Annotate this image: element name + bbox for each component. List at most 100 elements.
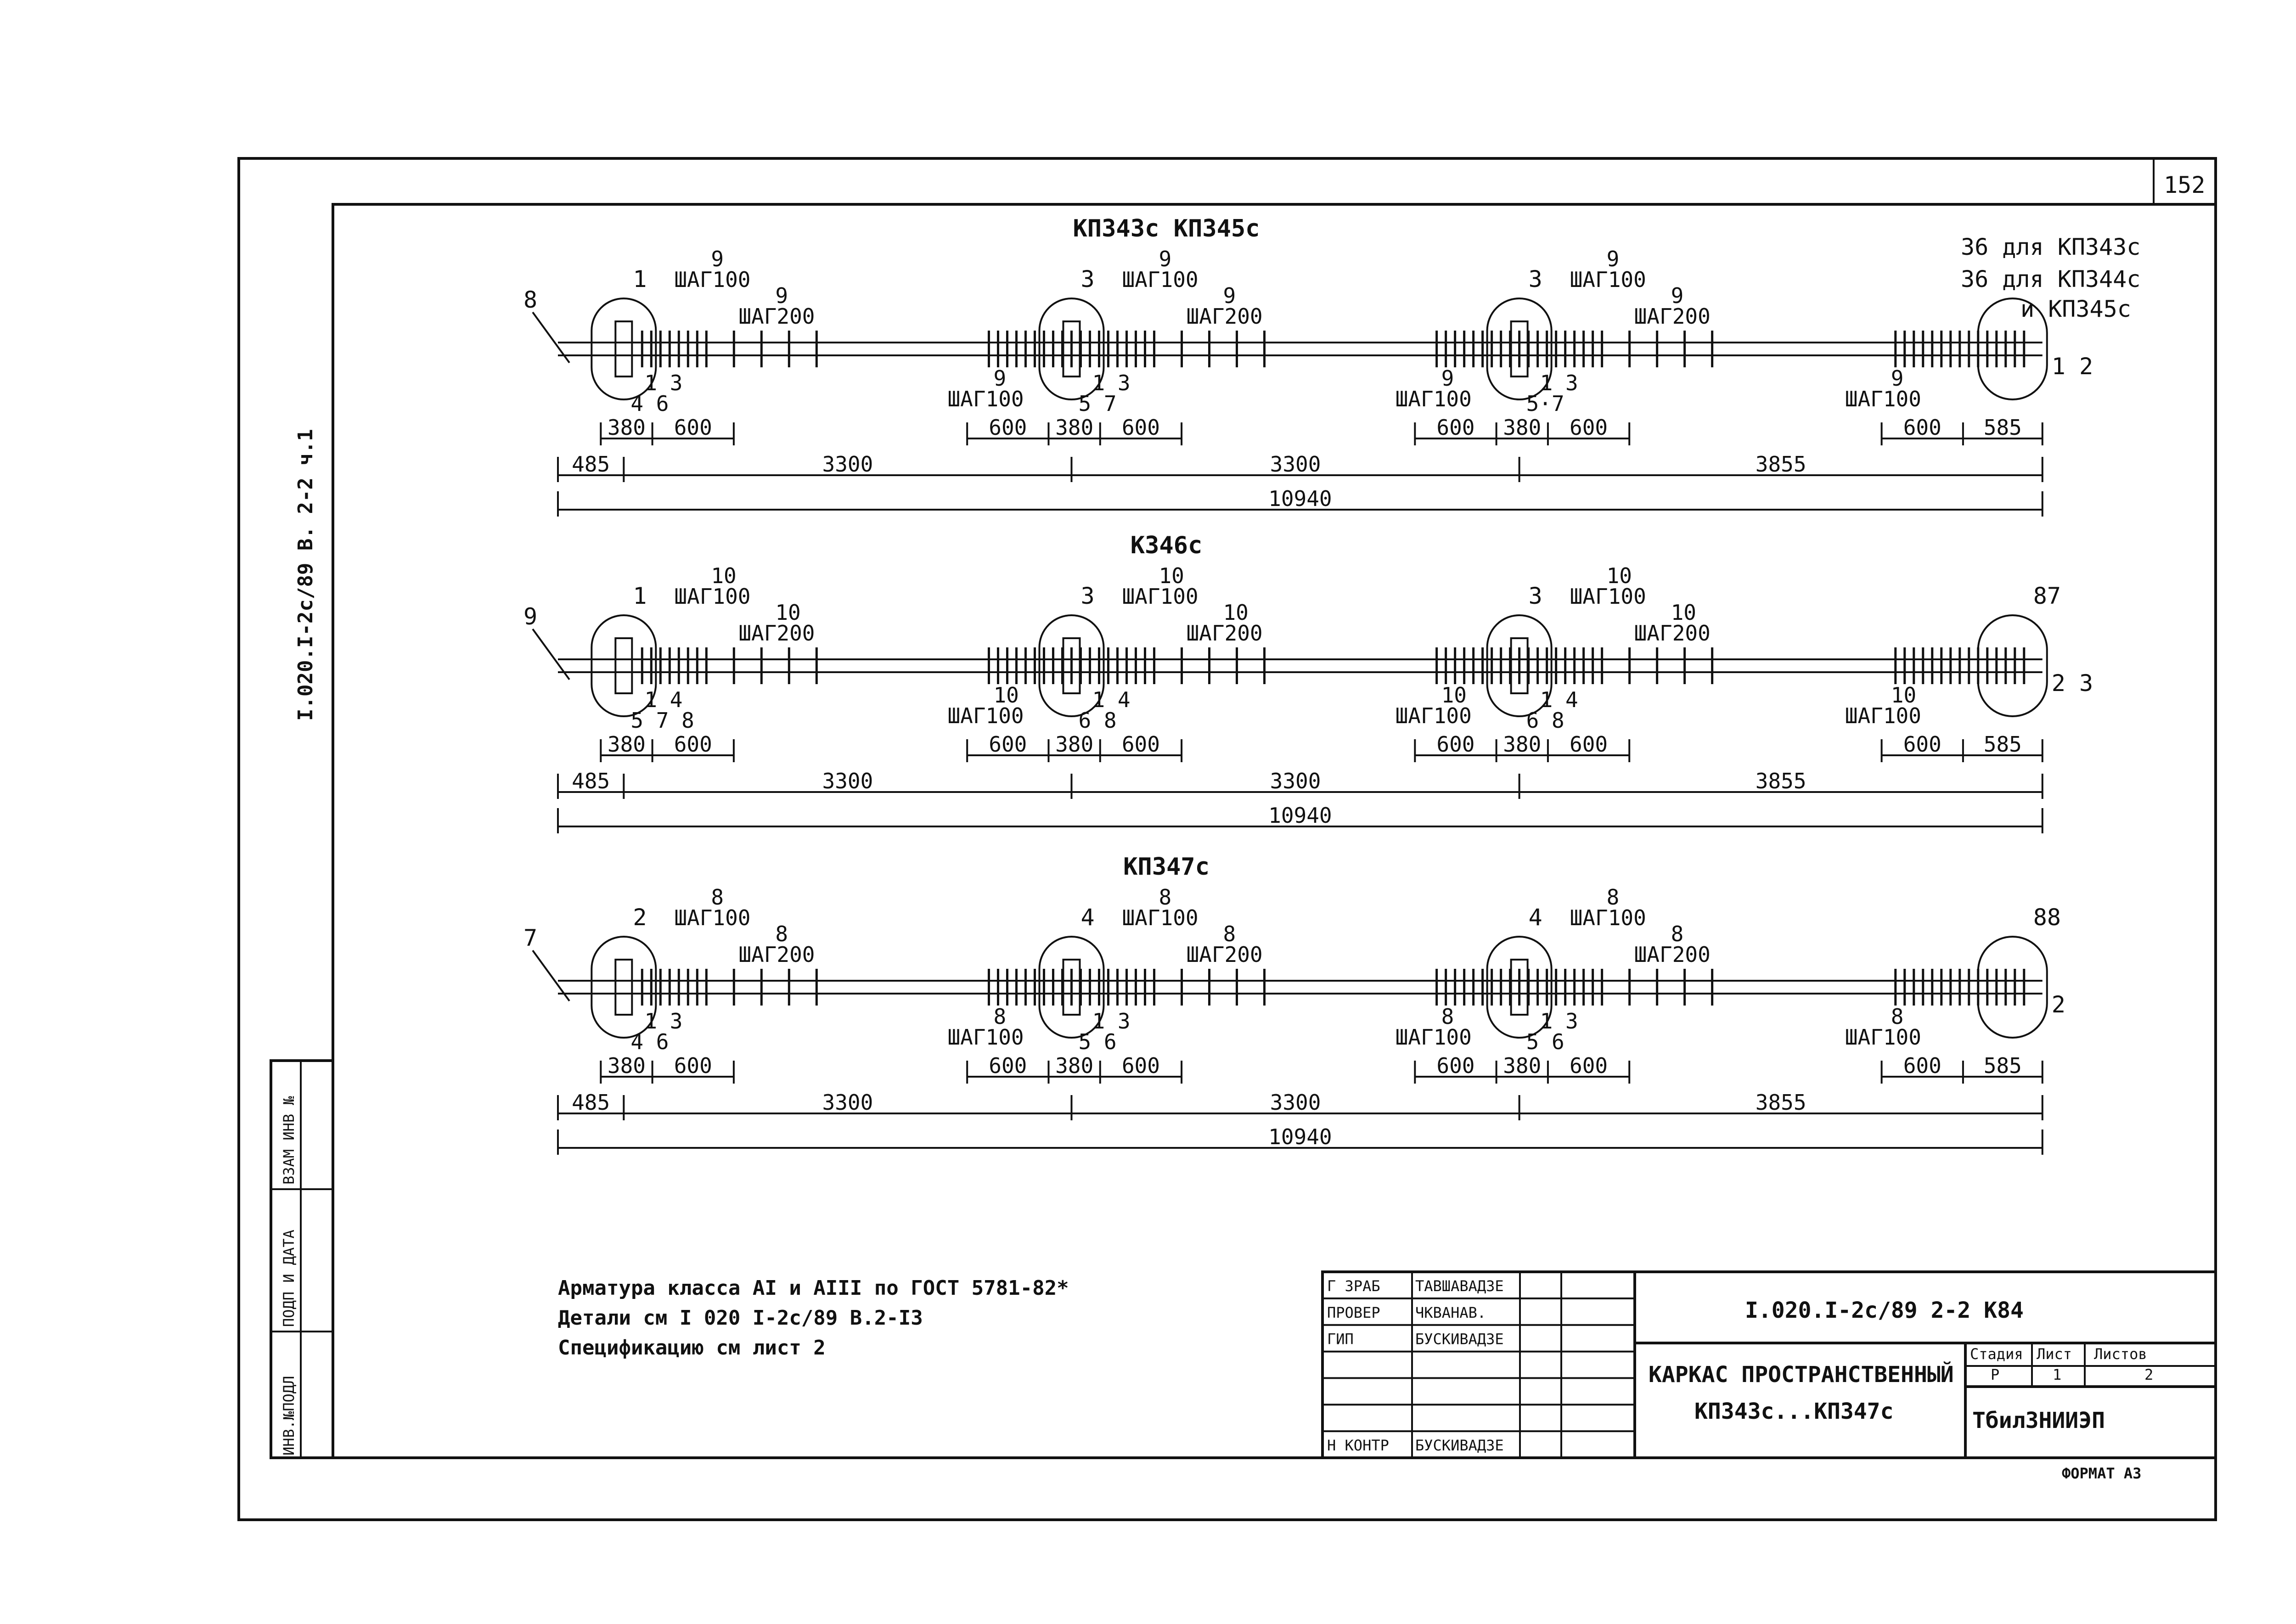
segment-dim: 600 [989,415,1027,440]
main-dim: 3300 [822,769,873,793]
top-note: 36 для КП343с 36 для КП344с и КП345с [1961,234,2140,322]
segment-dim: 380 [1503,415,1541,440]
upper-bar-label-2: 9 [1671,283,1684,308]
col-header-sheet: Лист [2037,1345,2072,1363]
pos-b: 5 7 [1078,391,1116,416]
step100-label: ШАГ100 [674,584,750,609]
lower-bar-label: 9 [993,366,1006,391]
lower-bar-label: 10 [1441,683,1467,708]
end-step-label: ШАГ100 [1845,703,1921,728]
pos-b: 5 6 [1078,1029,1116,1054]
upper-bar-label-2: 8 [775,922,788,946]
node-label: 4 [1529,904,1542,931]
segment-dim: 600 [1436,1053,1474,1078]
pos-b: 5 6 [1526,1029,1564,1054]
main-dim: 485 [572,769,610,793]
lower-step-label: ШАГ100 [947,387,1024,411]
left-bar-label: 9 [523,603,537,630]
upper-bar-label-2: 10 [775,600,800,625]
frame-title: КП343с КП345с [1073,215,1260,242]
leader [532,950,570,1002]
lower-step-label: ШАГ100 [1396,1025,1472,1050]
pos-a: 1 3 [1092,1009,1130,1034]
stamp-replace: ВЗАМ ИНВ № [280,1096,298,1185]
left-bar-label: 7 [523,925,537,951]
upper-bar-label-2: 10 [1671,600,1696,625]
node-label: 3 [1529,266,1542,292]
step200-label: ШАГ200 [1186,304,1262,329]
segment-dim: 600 [1122,732,1160,757]
title-line-2: КП343с...КП347с [1694,1399,1893,1424]
node-label: 2 [633,904,647,931]
node-oval [1038,614,1105,717]
upper-bar-label-2: 9 [1223,283,1236,308]
tb-name: ЧКВАНАВ. [1415,1304,1486,1321]
top-note-line3: и КП345с [2020,296,2131,322]
step200-label: ШАГ200 [738,942,815,967]
segment-dim: 380 [1055,415,1093,440]
segment-dim: 600 [1122,415,1160,440]
pos-b: 5 7 8 [630,708,694,733]
pos-a: 1 3 [644,371,682,395]
segment-dim: 380 [1503,1053,1541,1078]
end-label: 87 [2033,583,2061,609]
main-dim: 3855 [1756,769,1806,793]
note-line-1: Арматура класса АI и АIII по ГОСТ 5781-8… [558,1276,1069,1300]
step100-label: ШАГ100 [1570,267,1646,292]
lower-step-label: ШАГ100 [1396,387,1472,411]
organization: ТбилЗНИИЭП [1972,1408,2105,1433]
segment-dim: 600 [989,1053,1027,1078]
segment-dim: 380 [608,415,646,440]
stamp-inv: ИНВ.№ПОДЛ [280,1376,298,1455]
step100-label: ШАГ100 [674,905,750,930]
pos-a: 1 4 [1540,687,1578,712]
stamp-sign: ПОДП И ДАТА [280,1230,298,1327]
node-plate [614,959,633,1016]
lower-step-label: ШАГ100 [947,1025,1024,1050]
segment-dim: 585 [1984,732,2022,757]
col-value-stage: Р [1991,1366,1999,1383]
segment-dim: 600 [1570,1053,1608,1078]
segment-dim: 585 [1984,415,2022,440]
step100-label: ШАГ100 [1122,267,1198,292]
format-label: ФОРМАТ А3 [2062,1465,2141,1482]
segment-dim: 380 [1503,732,1541,757]
main-dim: 485 [572,452,610,477]
main-dim: 3855 [1756,1090,1806,1115]
main-dim: 3300 [822,1090,873,1115]
pos-a: 1 4 [1092,687,1130,712]
lower-step-label: ШАГ100 [947,703,1024,728]
segment-dim: 600 [989,732,1027,757]
step100-label: ШАГ100 [1122,905,1198,930]
main-dim: 3300 [1270,769,1321,793]
step100-label: ШАГ100 [1570,584,1646,609]
inner-frame [332,203,2217,1459]
segment-dim: 600 [1903,732,1941,757]
node-label: 4 [1080,904,1094,931]
step200-label: ШАГ200 [1186,942,1262,967]
pos-a: 1 3 [1092,371,1130,395]
total-dim: 10940 [1268,486,1332,511]
lower-bar-label: 8 [993,1004,1006,1029]
left-bar-label: 8 [523,287,537,313]
lower-bar-label: 9 [1441,366,1454,391]
upper-bar-label: 8 [1607,885,1620,910]
step200-label: ШАГ200 [738,621,815,646]
node-oval [591,614,657,717]
leader [532,628,570,680]
tb-name: ТАВШАВАДЗЕ [1415,1277,1504,1295]
upper-bar-label: 9 [1159,247,1171,271]
node-oval [1486,298,1553,400]
upper-bar-label: 10 [1159,563,1184,588]
col-value-sheet: 1 [2053,1366,2061,1383]
pos-b: 4 6 [630,391,669,416]
step200-label: ШАГ200 [1634,304,1711,329]
lower-bar-label: 8 [1441,1004,1454,1029]
